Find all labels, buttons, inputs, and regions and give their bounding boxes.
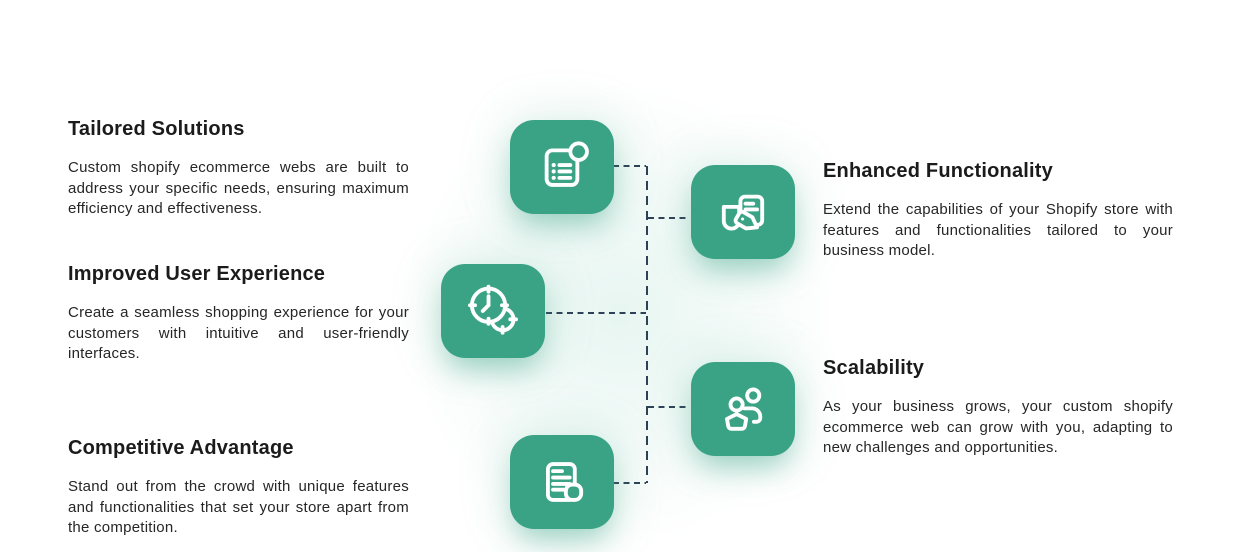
receipt-document-icon: [546, 462, 584, 502]
feature-description: Create a seamless shopping experience fo…: [68, 304, 409, 362]
tile-tailored-solutions: [510, 120, 614, 214]
tile-improved-user-experience: [441, 264, 545, 358]
feature-title: Tailored Solutions: [68, 118, 245, 140]
document-tag-icon: [721, 194, 765, 231]
feature-title: Enhanced Functionality: [823, 160, 1053, 182]
feature-description: As your business grows, your custom shop…: [823, 398, 1173, 456]
feature-enhanced-functionality: Enhanced Functionality Extend the capabi…: [823, 159, 1173, 262]
clock-history-icon: [468, 284, 518, 335]
feature-description: Extend the capabilities of your Shopify …: [823, 201, 1173, 259]
tile-enhanced-functionality: [691, 165, 795, 259]
feature-description: Stand out from the crowd with unique fea…: [68, 478, 409, 536]
feature-tailored-solutions: Tailored Solutions Custom shopify ecomme…: [68, 117, 409, 220]
feature-title: Scalability: [823, 357, 925, 379]
checklist-document-icon: [544, 141, 589, 187]
feature-scalability: Scalability As your business grows, your…: [823, 356, 1173, 459]
feature-improved-user-experience: Improved User Experience Create a seamle…: [68, 262, 409, 365]
feature-title: Competitive Advantage: [68, 437, 294, 459]
feature-title: Improved User Experience: [68, 263, 326, 285]
tile-competitive-advantage: [510, 435, 614, 529]
feature-description: Custom shopify ecommerce webs are built …: [68, 159, 409, 217]
tile-scalability: [691, 362, 795, 456]
team-users-icon: [725, 387, 763, 431]
feature-competitive-advantage: Competitive Advantage Stand out from the…: [68, 436, 409, 539]
